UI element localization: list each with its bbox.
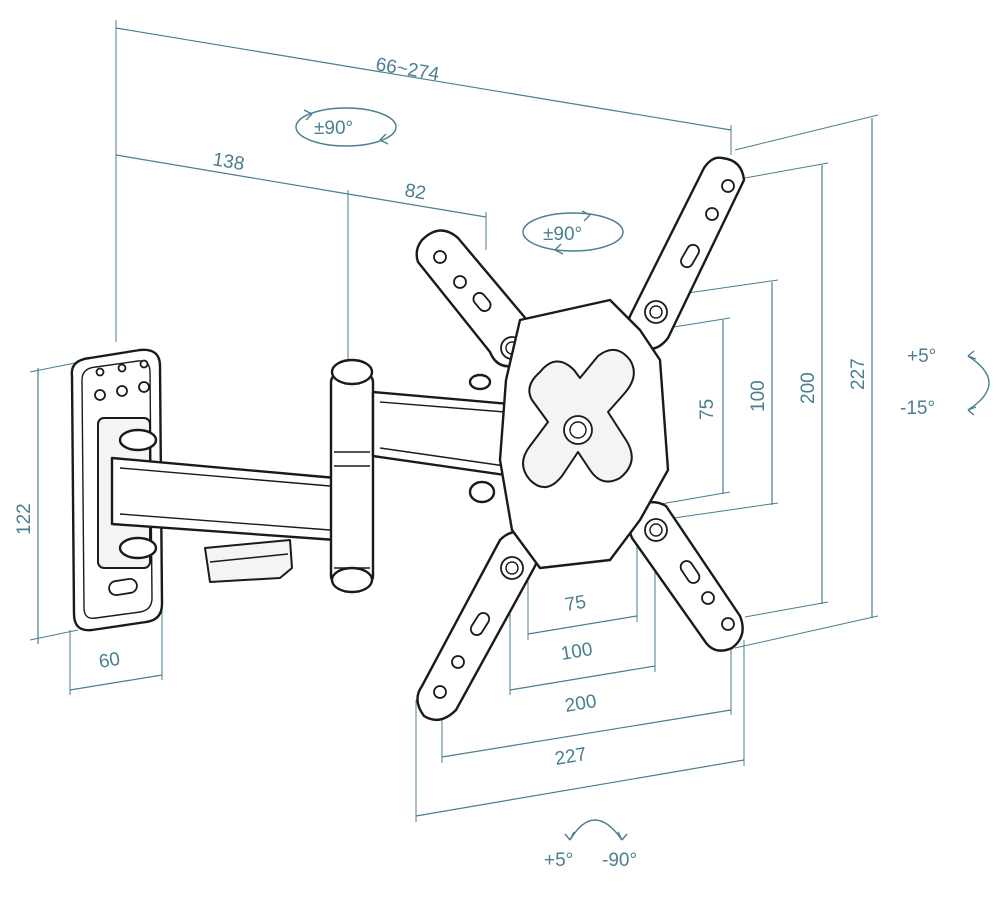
pivot-joint xyxy=(329,358,375,594)
label-arm-extension: 66~274 xyxy=(374,54,441,85)
label-vesa-h-100: 100 xyxy=(559,639,594,665)
label-tilt-down: -15° xyxy=(900,398,935,419)
wall-screw-hole xyxy=(116,385,128,397)
label-pan-right: -90° xyxy=(602,850,637,871)
vesa-arm-bottom-left xyxy=(416,530,540,722)
center-bolt-hole xyxy=(563,415,593,445)
label-tilt-up: +5° xyxy=(907,346,936,367)
pan-indicator: +5° -90° xyxy=(544,819,637,871)
label-vesa-v-75: 75 xyxy=(697,399,718,420)
wall-screw-hole xyxy=(138,381,150,393)
vesa-arm-top-right xyxy=(626,156,746,350)
label-vesa-h-75: 75 xyxy=(563,592,587,616)
label-wall-plate-height: 122 xyxy=(14,503,35,535)
swivel-plate-indicator: ±90° xyxy=(522,210,624,255)
dimension-lines xyxy=(29,20,879,822)
vesa-plate xyxy=(415,156,746,722)
label-swivel-plate: ±90° xyxy=(543,224,582,245)
wall-screw-hole xyxy=(117,363,127,373)
label-vesa-h-200: 200 xyxy=(563,691,598,717)
label-pan-left: +5° xyxy=(544,850,573,871)
label-swivel-arm: ±90° xyxy=(314,118,353,139)
wall-slot xyxy=(108,578,138,596)
wall-screw-hole xyxy=(139,359,149,369)
label-pivot-to-plate: 82 xyxy=(403,180,427,204)
wall-screw-hole xyxy=(95,367,105,377)
label-wall-plate-width: 60 xyxy=(97,649,121,673)
label-vesa-v-227: 227 xyxy=(848,358,869,390)
second-arm xyxy=(371,373,514,504)
support-bracket xyxy=(204,539,293,583)
first-arm xyxy=(110,456,338,542)
label-vesa-v-200: 200 xyxy=(798,372,819,404)
tilt-indicator: +5° -15° xyxy=(900,346,990,419)
wall-screw-hole xyxy=(94,389,106,401)
label-vesa-v-100: 100 xyxy=(748,380,769,412)
label-wall-to-pivot: 138 xyxy=(211,149,246,175)
label-vesa-h-227: 227 xyxy=(553,744,588,770)
swivel-arm-indicator: ±90° xyxy=(295,107,397,147)
rotation-indicators: ±90° ±90° +5° -15° +5° -90° xyxy=(295,107,990,871)
vesa-arm-bottom-right xyxy=(628,500,744,652)
